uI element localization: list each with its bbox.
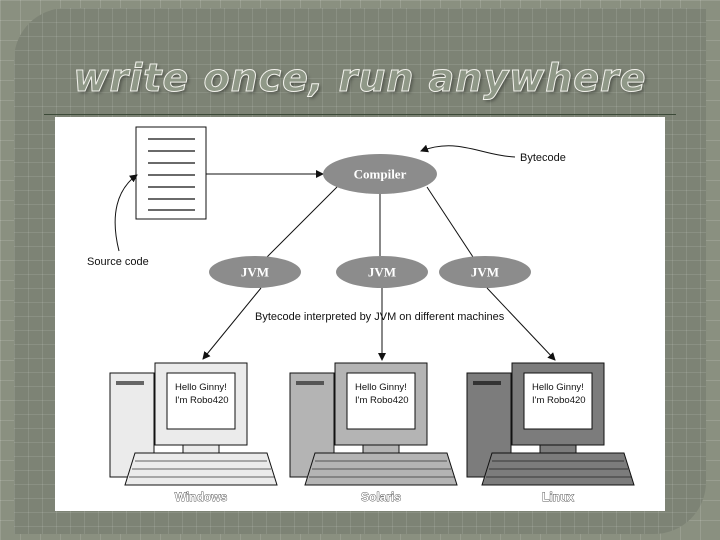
bytecode-label: Bytecode — [520, 152, 566, 164]
computer-windows: Hello Ginny! I'm Robo420 Windows — [109, 362, 278, 504]
jvm-label: JVM — [241, 265, 269, 280]
jvm-label: JVM — [471, 265, 499, 280]
jvm-to-machine-arrow — [486, 287, 556, 361]
source-code-document — [135, 126, 207, 220]
screen-text: Hello Ginny! — [175, 382, 227, 393]
jvm-label: JVM — [368, 265, 396, 280]
jvm-node: JVM — [336, 256, 428, 288]
compiler-label: Compiler — [354, 167, 407, 182]
title-divider — [44, 114, 676, 115]
screen-text: I'm Robo420 — [355, 395, 409, 406]
bytecode-pointer-arrow — [420, 144, 516, 158]
computer-solaris: Hello Ginny! I'm Robo420 Solaris — [289, 362, 458, 504]
os-label: Solaris — [361, 490, 401, 504]
screen-text: Hello Ginny! — [355, 382, 407, 393]
jvm-node: JVM — [209, 256, 301, 288]
compiler-to-jvm-line — [266, 186, 338, 258]
diagram-area: Source code Compiler Bytecode JVM JVM JV… — [55, 117, 665, 511]
source-code-pointer-arrow — [114, 174, 138, 252]
compiler-node: Compiler — [323, 154, 437, 194]
screen-text: Hello Ginny! — [532, 382, 584, 393]
screen-text: I'm Robo420 — [532, 395, 586, 406]
diagram-svg: Source code Compiler Bytecode JVM JVM JV… — [87, 126, 635, 504]
jvm-node: JVM — [439, 256, 531, 288]
compiler-to-jvm-line — [426, 186, 474, 258]
os-label: Windows — [175, 490, 228, 504]
jvm-to-machine-arrow — [202, 287, 262, 360]
slide-title: write once, run anywhere — [73, 56, 647, 101]
screen-text: I'm Robo420 — [175, 395, 229, 406]
computer-linux: Hello Ginny! I'm Robo420 Linux — [466, 362, 635, 504]
source-code-label: Source code — [87, 256, 149, 268]
interpreted-label: Bytecode interpreted by JVM on different… — [255, 311, 505, 323]
os-label: Linux — [542, 490, 574, 504]
